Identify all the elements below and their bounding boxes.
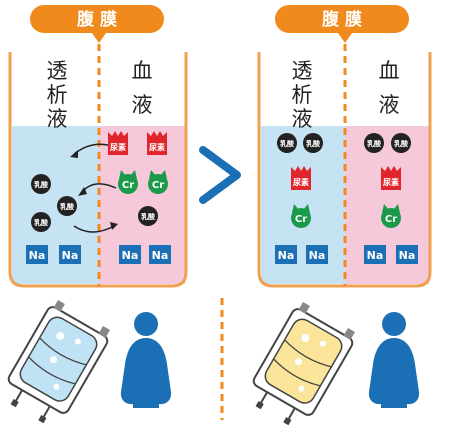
dialysis-bag-icon: [252, 301, 355, 426]
svg-text:乳酸: 乳酸: [141, 212, 156, 221]
banner-title: 腹 膜: [77, 9, 117, 30]
blood-label-2: 液: [379, 93, 400, 117]
sodium-ion: Na: [275, 245, 297, 264]
svg-text:乳酸: 乳酸: [34, 218, 49, 227]
dialysate-region: [261, 126, 345, 284]
sodium-ion: Na: [364, 245, 386, 264]
chevron-right-icon: [199, 146, 241, 204]
urea-molecule: 尿素: [291, 166, 311, 190]
svg-text:Na: Na: [29, 249, 46, 262]
sodium-ion: Na: [149, 245, 171, 264]
svg-text:尿素: 尿素: [149, 142, 165, 152]
svg-text:Cr: Cr: [295, 214, 307, 225]
svg-text:Na: Na: [152, 249, 169, 262]
svg-text:乳酸: 乳酸: [280, 139, 295, 148]
creatinine-molecule: Cr: [118, 170, 138, 194]
lactate-molecule: 乳酸: [364, 133, 384, 153]
blood-label-2: 液: [132, 93, 153, 117]
sodium-ion: Na: [59, 245, 81, 264]
svg-text:Cr: Cr: [122, 180, 134, 191]
lactate-molecule: 乳酸: [277, 133, 297, 153]
creatinine-molecule: Cr: [381, 204, 401, 228]
blood-label-1: 血: [132, 59, 153, 83]
sodium-ion: Na: [306, 245, 328, 264]
svg-text:Cr: Cr: [385, 214, 397, 225]
creatinine-molecule: Cr: [291, 204, 311, 228]
dialysis-bag-icon: [7, 299, 110, 424]
sodium-ion: Na: [26, 245, 48, 264]
creatinine-molecule: Cr: [148, 170, 168, 194]
dialysate-region: [12, 126, 99, 284]
svg-text:乳酸: 乳酸: [60, 202, 75, 211]
svg-text:尿素: 尿素: [293, 177, 309, 187]
dialysate-label-3: 液: [47, 107, 68, 131]
sodium-ion: Na: [396, 245, 418, 264]
svg-text:Na: Na: [122, 249, 139, 262]
urea-molecule: 尿素: [381, 166, 401, 190]
urea-molecule: 尿素: [108, 131, 128, 155]
banner: [275, 5, 409, 33]
sodium-ion: Na: [119, 245, 141, 264]
dialysate-label-1: 透: [47, 59, 68, 83]
svg-text:Cr: Cr: [152, 180, 164, 191]
svg-text:乳酸: 乳酸: [394, 139, 409, 148]
lactate-molecule: 乳酸: [391, 133, 411, 153]
left-panel: 腹 膜 透 析 液 血 液 尿素 尿素 Cr: [8, 5, 188, 288]
lactate-molecule: 乳酸: [138, 206, 158, 226]
svg-text:Na: Na: [278, 249, 295, 262]
urea-molecule: 尿素: [147, 131, 167, 155]
banner: [30, 5, 164, 33]
dialysate-label-3: 液: [292, 107, 313, 131]
svg-text:尿素: 尿素: [383, 177, 399, 187]
svg-text:Na: Na: [367, 249, 384, 262]
svg-text:乳酸: 乳酸: [306, 139, 321, 148]
lactate-molecule: 乳酸: [303, 133, 323, 153]
right-panel: 腹 膜 透 析 液 血 液 乳酸 乳酸 乳酸 乳酸 尿素 尿素: [257, 5, 432, 288]
svg-text:Na: Na: [399, 249, 416, 262]
banner-title: 腹 膜: [322, 9, 362, 30]
person-icon: [120, 312, 172, 408]
blood-label-1: 血: [379, 59, 400, 83]
lactate-molecule: 乳酸: [57, 196, 77, 216]
banner-pointer: [92, 33, 106, 43]
lactate-molecule: 乳酸: [31, 174, 51, 194]
svg-text:Na: Na: [62, 249, 79, 262]
svg-text:尿素: 尿素: [110, 142, 126, 152]
svg-text:Na: Na: [309, 249, 326, 262]
dialysate-label-1: 透: [292, 59, 313, 83]
dialysate-label-2: 析: [47, 83, 68, 107]
lactate-molecule: 乳酸: [31, 212, 51, 232]
svg-text:乳酸: 乳酸: [34, 180, 49, 189]
dialysate-label-2: 析: [292, 83, 313, 107]
banner-pointer: [338, 33, 352, 43]
person-icon: [368, 312, 420, 408]
svg-text:乳酸: 乳酸: [367, 139, 382, 148]
